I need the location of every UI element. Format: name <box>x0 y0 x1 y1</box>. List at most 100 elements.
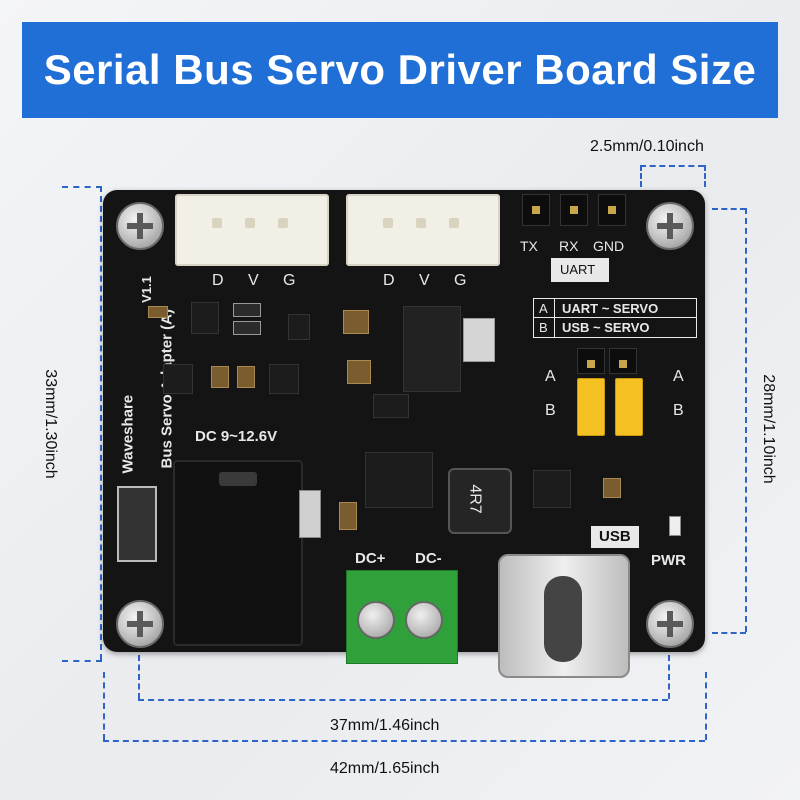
dc-input-label: DC 9~12.6V <box>195 428 278 445</box>
board-width-label: 42mm/1.65inch <box>330 760 440 777</box>
uart-pin-gnd-label: GND <box>593 238 625 254</box>
jumper-left-b: B <box>545 402 556 419</box>
usb-label: USB <box>599 528 631 545</box>
hole-width-guide-right <box>668 655 670 699</box>
jumper-cap-2[interactable] <box>615 378 643 436</box>
hole-height-guide-line <box>745 208 747 632</box>
uart-header-pin-gnd <box>598 194 626 226</box>
uart-header-pin-tx <box>522 194 550 226</box>
uart-pin-rx-label: RX <box>559 238 579 254</box>
terminal-screw-minus-icon[interactable] <box>405 601 443 639</box>
board-width-guide-line <box>103 740 705 742</box>
dc-barrel-jack <box>173 460 303 646</box>
usb-label-box: USB <box>591 526 639 548</box>
transistor <box>288 314 310 340</box>
uart-label-box: UART <box>551 258 609 282</box>
jack-pin <box>299 490 321 538</box>
page-title: Serial Bus Servo Driver Board Size <box>43 46 757 93</box>
pcb-board: D V G D V G TX RX GND UART A UART ~ SERV… <box>103 190 705 678</box>
hole-width-guide-left <box>138 655 140 699</box>
resistor <box>211 366 229 388</box>
resistor <box>148 306 168 318</box>
uart-header-pin-rx <box>560 194 588 226</box>
usb-c-port[interactable] <box>498 554 630 678</box>
title-banner: Serial Bus Servo Driver Board Size <box>22 22 778 118</box>
mode-a-key: A <box>539 301 548 316</box>
dc-minus-label: DC- <box>415 550 442 567</box>
usb-c-opening <box>544 576 582 662</box>
jack-opening <box>219 472 257 486</box>
pin-icon <box>449 218 459 228</box>
pin-pitch-guide-right <box>704 165 706 187</box>
terminal-screw-plus-icon[interactable] <box>357 601 395 639</box>
pwr-label: PWR <box>651 552 686 569</box>
hole-width-label: 37mm/1.46inch <box>330 717 440 734</box>
schottky-diode <box>117 486 157 562</box>
mode-legend-key-divider <box>554 299 555 337</box>
power-led <box>669 516 681 536</box>
resistor <box>603 478 621 498</box>
voltage-regulator <box>403 306 461 392</box>
pin-icon <box>245 218 255 228</box>
jumper-left-a: A <box>545 368 556 385</box>
board-name-line2: Waveshare <box>119 394 137 474</box>
pin-pitch-guide-left <box>640 165 642 187</box>
servo1-pin-d: D <box>212 272 224 289</box>
pin-icon <box>416 218 426 228</box>
board-height-guide-bottom <box>62 660 102 662</box>
board-height-guide-line <box>100 186 102 660</box>
screw-bottom-right-icon <box>646 600 694 648</box>
diode <box>233 321 261 335</box>
hole-width-guide-line <box>138 699 668 701</box>
capacitor <box>347 360 371 384</box>
jumper-right-b: B <box>673 402 684 419</box>
inductor-marking: 4R7 <box>466 484 484 514</box>
hole-height-guide-top <box>712 208 746 210</box>
jumper-cap-1[interactable] <box>577 378 605 436</box>
capacitor <box>339 502 357 530</box>
heat-tab <box>463 318 495 362</box>
regulator-chip <box>269 364 299 394</box>
screw-top-right-icon <box>646 202 694 250</box>
uart-pin-tx-label: TX <box>520 238 538 254</box>
uart-label: UART <box>560 262 596 277</box>
servo2-pin-v: V <box>419 272 430 289</box>
mode-legend-divider <box>534 317 696 318</box>
dc-plus-label: DC+ <box>355 550 386 567</box>
buck-converter-ic <box>365 452 433 508</box>
capacitor <box>343 310 369 334</box>
jumper-header-pin <box>609 348 637 374</box>
screw-bottom-left-icon <box>116 600 164 648</box>
pin-pitch-label: 2.5mm/0.10inch <box>590 138 704 155</box>
mode-b-text: USB ~ SERVO <box>562 320 650 335</box>
board-width-guide-left <box>103 672 105 740</box>
servo2-pin-d: D <box>383 272 395 289</box>
mosfet <box>373 394 409 418</box>
mode-a-text: UART ~ SERVO <box>562 301 659 316</box>
dc-screw-terminal[interactable] <box>346 570 458 664</box>
pin-icon <box>278 218 288 228</box>
pin-icon <box>212 218 222 228</box>
resistor <box>237 366 255 388</box>
mode-legend: A UART ~ SERVO B USB ~ SERVO <box>533 298 697 338</box>
board-version: V1.1 <box>138 276 154 303</box>
diode <box>233 303 261 317</box>
pin-icon <box>383 218 393 228</box>
servo1-pin-v: V <box>248 272 259 289</box>
hole-height-label: 28mm/1.10inch <box>760 374 777 484</box>
inductor: 4R7 <box>448 468 512 534</box>
board-height-label: 33mm/1.30inch <box>42 369 59 479</box>
board-height-guide-top <box>62 186 102 188</box>
servo-connector-2 <box>346 194 500 266</box>
hole-height-guide-bottom <box>712 632 746 634</box>
regulator-chip <box>163 364 193 394</box>
jumper-right-a: A <box>673 368 684 385</box>
board-width-guide-right <box>705 672 707 740</box>
pin-pitch-guide-bar <box>640 165 704 167</box>
servo1-pin-g: G <box>283 272 296 289</box>
jumper-header-pin <box>577 348 605 374</box>
mode-b-key: B <box>539 320 548 335</box>
usb-serial-ic <box>533 470 571 508</box>
regulator-chip <box>191 302 219 334</box>
screw-top-left-icon <box>116 202 164 250</box>
